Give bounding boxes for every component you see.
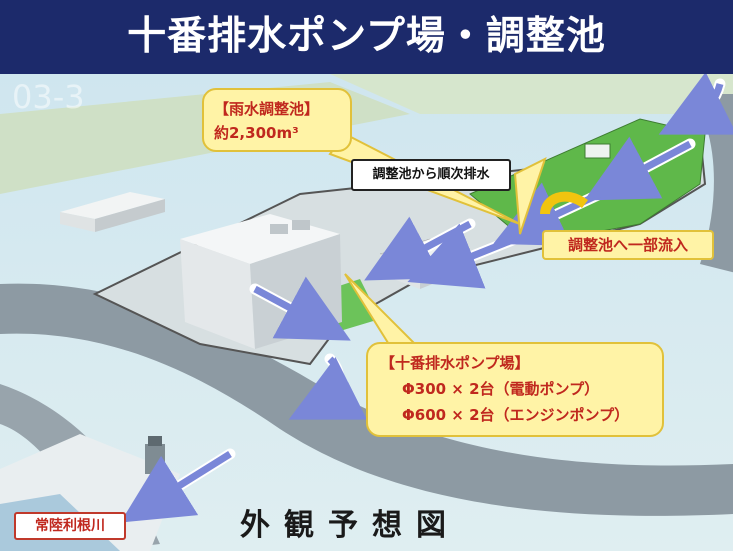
- rain-pond-title: 【雨水調整池】: [214, 100, 320, 118]
- page-title: 十番排水ポンプ場・調整池: [127, 14, 606, 59]
- pump-station-title: 【十番排水ポンプ場】: [380, 354, 530, 372]
- rain-pond-volume: 約2,300m³: [214, 124, 299, 142]
- aerial-scene: [0, 74, 733, 551]
- field-far: [330, 74, 733, 114]
- pump-station-callout: 【十番排水ポンプ場】 Φ300 × 2台（電動ポンプ） Φ600 × 2台（エン…: [366, 342, 664, 437]
- inflow-arrow: [540, 191, 588, 215]
- watermark-label: 03-3: [12, 78, 85, 116]
- road: [0, 283, 733, 516]
- river-label: 常陸利根川: [14, 512, 126, 540]
- electric-pump-spec: Φ300 × 2台（電動ポンプ）: [402, 380, 600, 398]
- caption: 外観予想図: [240, 508, 460, 543]
- sluice-gate: [145, 436, 165, 474]
- pond-structure: [584, 143, 611, 159]
- road-right: [690, 94, 733, 273]
- engine-pump-spec: Φ600 × 2台（エンジンポンプ）: [402, 406, 630, 424]
- partial-inflow-callout: 調整池へ一部流入: [542, 230, 714, 260]
- rain-pond-callout: 【雨水調整池】 約2,300m³: [202, 88, 352, 152]
- drain-callout: 調整池から順次排水: [351, 159, 511, 191]
- title-bar: 十番排水ポンプ場・調整池: [0, 0, 733, 74]
- outbuildings: [60, 192, 165, 232]
